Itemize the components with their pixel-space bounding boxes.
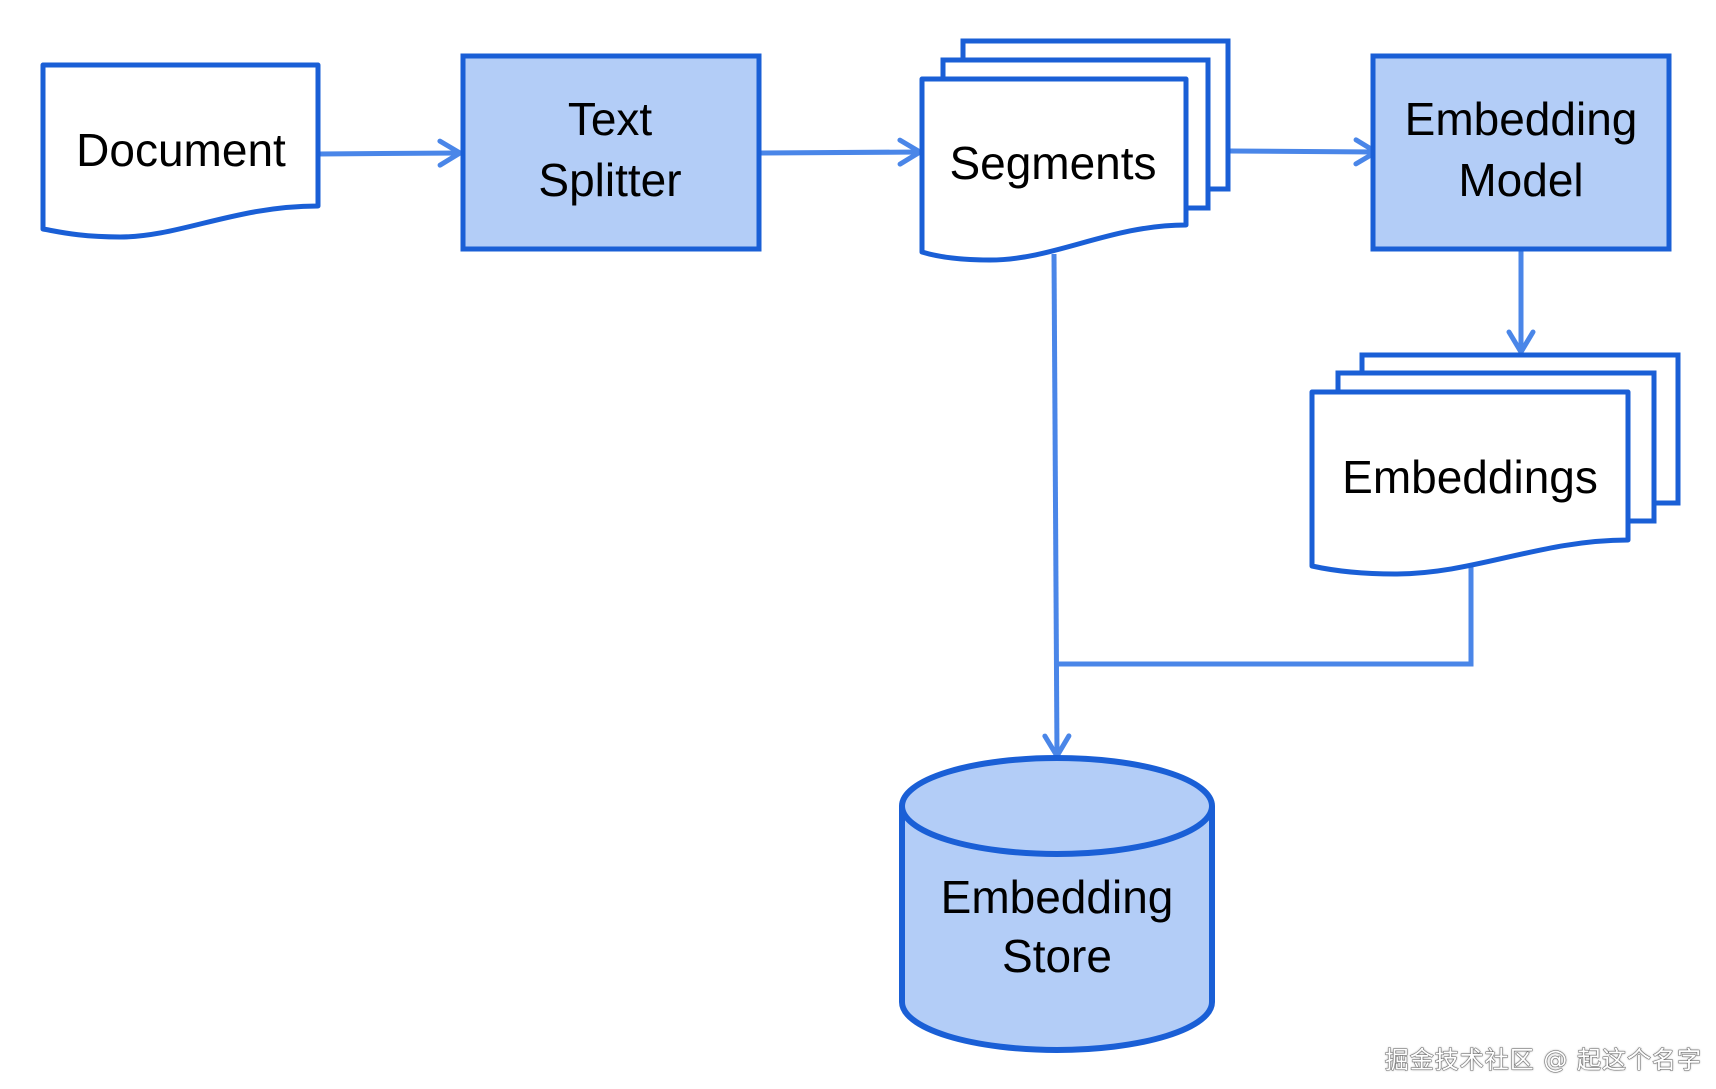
text-splitter-label-line1: Text <box>568 93 653 145</box>
embeddings-node: Embeddings <box>1309 352 1681 577</box>
segments-node: Segments <box>919 38 1231 263</box>
segments-front-page <box>919 76 1189 263</box>
embedding-store-top <box>899 755 1215 857</box>
embeddings-label: Embeddings <box>1342 451 1598 503</box>
connectors <box>317 151 1521 756</box>
embedding-store-label-line2: Store <box>1002 930 1112 982</box>
text-splitter-label-line2: Splitter <box>538 154 681 206</box>
segments-label: Segments <box>949 137 1156 189</box>
document-shape <box>40 62 321 240</box>
embedding-model-label-line2: Model <box>1458 154 1583 206</box>
embeddings-front-page <box>1309 389 1631 577</box>
embedding-model-shape <box>1370 53 1672 252</box>
arrow-document-to-text-splitter <box>317 153 460 154</box>
arrow-segments-to-embedding-store <box>1054 253 1057 756</box>
embedding-store-label-line1: Embedding <box>941 871 1174 923</box>
embedding-model-label-line1: Embedding <box>1405 93 1638 145</box>
embedding-store-node: Embedding Store <box>899 755 1215 1053</box>
embedding-model-node: Embedding Model <box>1370 53 1672 252</box>
text-splitter-shape <box>460 53 762 252</box>
document-label: Document <box>76 124 286 176</box>
embedding-store-body <box>899 806 1215 1053</box>
text-splitter-node: Text Splitter <box>460 53 762 252</box>
arrow-text-splitter-to-segments <box>759 152 920 153</box>
watermark-text: 掘金技术社区 @ 起这个名字 <box>1384 1046 1702 1075</box>
connector-embeddings-to-store-junction <box>1056 565 1474 667</box>
document-node: Document <box>40 62 321 240</box>
arrow-segments-to-embedding-model <box>1229 151 1376 152</box>
